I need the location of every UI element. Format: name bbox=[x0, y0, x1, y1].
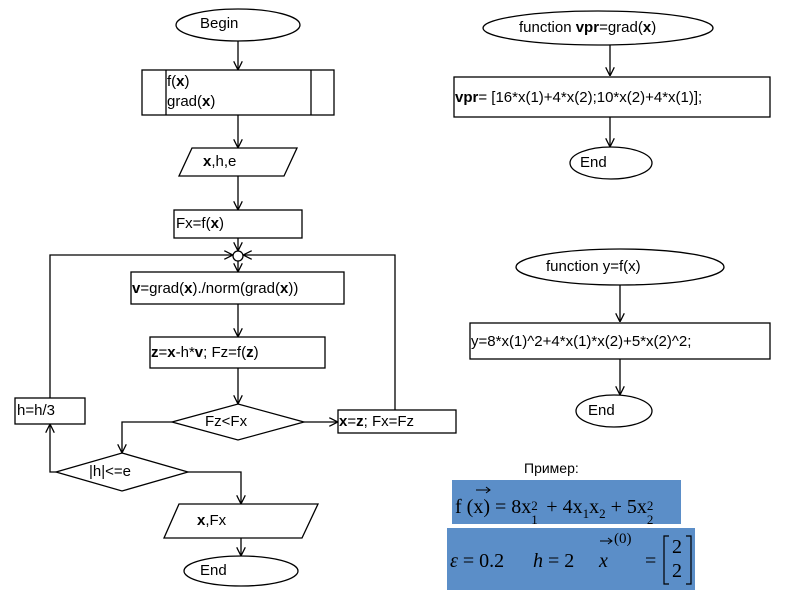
assign-label: x=z; Fx=Fz bbox=[339, 413, 415, 430]
x0-superscript: (0) bbox=[614, 531, 632, 547]
begin-label: Begin bbox=[200, 15, 239, 32]
vector-arrow-icon bbox=[600, 535, 692, 585]
input-label: x,h,e bbox=[203, 153, 237, 170]
x0-equals: = bbox=[645, 550, 657, 572]
h-tolerance-decision bbox=[53, 452, 191, 492]
grad-body-box bbox=[453, 76, 771, 118]
x0-var: x bbox=[599, 550, 608, 572]
f-function-header-label: function y=f(x) bbox=[546, 258, 641, 275]
output-label: x,Fx bbox=[197, 512, 227, 529]
fx-init-label: Fx=f(x) bbox=[176, 215, 224, 232]
grad-end-terminator bbox=[569, 146, 653, 180]
step-label: z=x-h*v; Fz=f(z) bbox=[151, 344, 259, 361]
epsilon-param: ε = 0.2 bbox=[450, 550, 505, 572]
grad-function-label: grad(x) bbox=[167, 93, 216, 110]
example-label: Пример: bbox=[524, 460, 579, 476]
grad-body-label: vpr= [16*x(1)+4*x(2);10*x(2)+4*x(1)]; bbox=[455, 89, 703, 106]
end-label: End bbox=[200, 562, 227, 579]
h-update-label: h=h/3 bbox=[17, 402, 55, 419]
loop-junction bbox=[232, 250, 244, 262]
h-param: h = 2 bbox=[533, 550, 575, 572]
assign-box bbox=[337, 409, 457, 434]
grad-function-header bbox=[482, 10, 714, 46]
f-end-terminator bbox=[575, 394, 653, 428]
fx-function-label: f(x) bbox=[167, 73, 190, 90]
fz-less-fx-label: Fz<Fx bbox=[205, 413, 248, 430]
vector-top: 2 bbox=[672, 536, 682, 558]
vector-arrow-icon bbox=[476, 486, 491, 494]
vector-bottom: 2 bbox=[672, 560, 682, 582]
grad-function-header-label: function vpr=grad(x) bbox=[519, 19, 657, 36]
end-terminator bbox=[183, 555, 299, 587]
direction-label: v=grad(x)./norm(grad(x)) bbox=[132, 280, 299, 297]
output-parallelogram bbox=[163, 503, 320, 539]
f-end-label: End bbox=[588, 402, 615, 419]
grad-end-label: End bbox=[580, 154, 607, 171]
h-tolerance-label: |h|<=e bbox=[89, 463, 131, 480]
f-body-label: y=8*x(1)^2+4*x(1)*x(2)+5*x(2)^2; bbox=[471, 333, 692, 350]
parameters-formula-box: ε = 0.2 h = 2 x (0) = 2 2 bbox=[447, 528, 695, 590]
input-parallelogram bbox=[177, 147, 299, 177]
fz-less-fx-decision bbox=[169, 403, 307, 441]
